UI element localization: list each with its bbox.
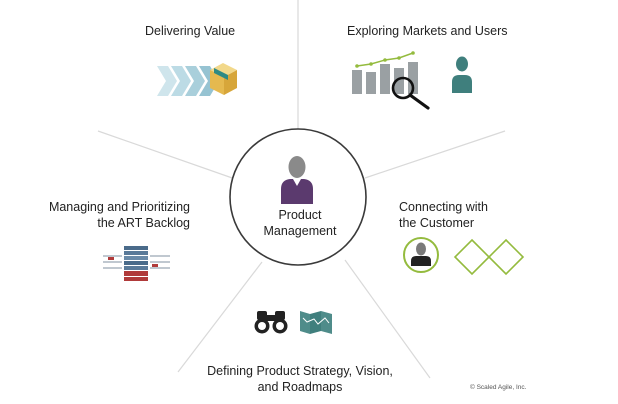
defining-strategy-line1: Defining Product Strategy, Vision,	[207, 364, 393, 378]
defining-strategy-label: Defining Product Strategy, Vision, and R…	[190, 363, 410, 395]
connection-diamonds-icon	[453, 238, 525, 276]
market-bar-chart-icon	[352, 51, 418, 94]
connecting-customer-line1: Connecting with	[399, 200, 488, 214]
binoculars-icon	[254, 311, 288, 334]
user-person-icon	[452, 56, 472, 93]
defining-strategy-line2: and Roadmaps	[257, 380, 343, 394]
backlog-list-icon	[103, 246, 170, 281]
divider-right	[364, 130, 506, 179]
managing-backlog-line1: Managing and Prioritizing	[48, 200, 190, 214]
product-manager-icon	[281, 156, 313, 204]
connecting-customer-line2: the Customer	[399, 216, 475, 230]
managing-backlog-line2: the ART Backlog	[97, 216, 190, 230]
exploring-markets-label: Exploring Markets and Users	[347, 24, 508, 38]
product-management-label: Product Management	[240, 207, 360, 239]
divider-left	[97, 130, 239, 181]
product-management-line1: Product	[278, 208, 322, 222]
magnifying-glass-icon	[391, 76, 430, 110]
connecting-customer-label: Connecting with the Customer	[399, 199, 488, 231]
delivering-value-label: Delivering Value	[145, 24, 236, 38]
divider-bottom-right	[344, 259, 431, 379]
customer-avatar-icon	[403, 237, 439, 273]
package-box-icon	[210, 63, 237, 95]
copyright-notice: © Scaled Agile, Inc.	[470, 384, 527, 391]
chevron-arrows-icon	[157, 66, 219, 96]
divider-bottom-left	[177, 261, 263, 373]
product-management-line2: Management	[263, 224, 337, 238]
managing-backlog-label: Managing and Prioritizing the ART Backlo…	[30, 199, 190, 231]
divider-lines	[97, 0, 506, 379]
folded-map-icon	[300, 311, 332, 334]
